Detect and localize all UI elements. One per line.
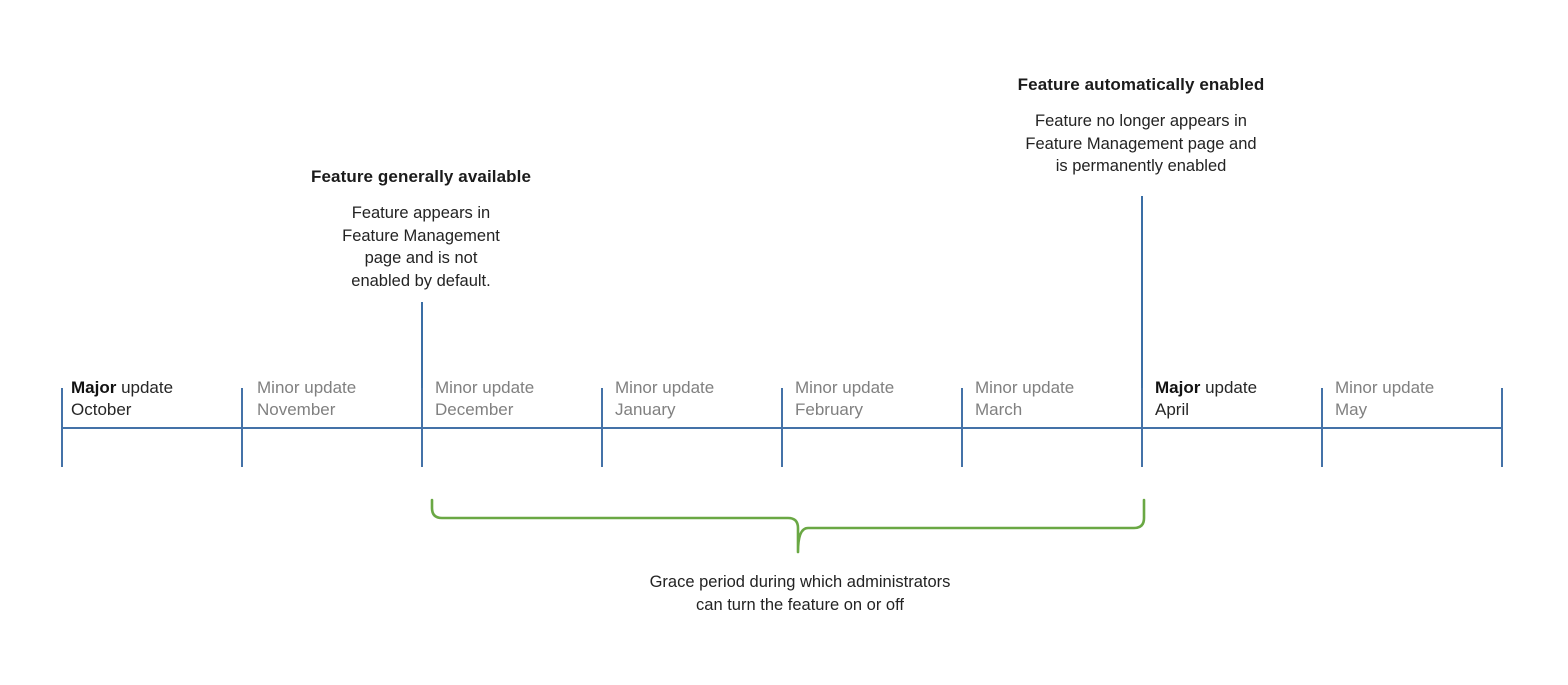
timeline-divider-april	[1141, 388, 1143, 467]
callout-feature-generally-available: Feature generally available Feature appe…	[304, 167, 538, 292]
timeline-divider-start	[61, 388, 63, 467]
timeline-column-november: Minor update November	[257, 377, 356, 421]
timeline-column-kind-suffix: update	[1200, 378, 1258, 397]
timeline-column-kind-suffix: update	[477, 378, 535, 397]
timeline-column-kind: Minor update	[1335, 377, 1434, 399]
timeline-column-march: Minor update March	[975, 377, 1074, 421]
timeline-column-month: April	[1155, 400, 1190, 419]
timeline-column-kind: Minor update	[975, 377, 1074, 399]
timeline-column-kind-word: Major	[71, 378, 117, 397]
timeline-divider-december	[421, 388, 423, 467]
timeline-column-kind-suffix: update	[1377, 378, 1435, 397]
timeline-column-may: Minor update May	[1335, 377, 1434, 421]
timeline-column-month: November	[257, 400, 336, 419]
timeline-column-october: Major update October	[71, 377, 173, 421]
timeline-divider-may	[1321, 388, 1323, 467]
timeline-divider-january	[601, 388, 603, 467]
timeline-column-kind: Minor update	[615, 377, 714, 399]
timeline-column-kind-word: Major	[1155, 378, 1201, 397]
callout-body-line: Feature no longer appears in	[1035, 112, 1247, 130]
timeline-column-kind: Minor update	[795, 377, 894, 399]
callout-body-line: Feature Management	[342, 226, 500, 245]
timeline-column-kind: Major update	[1155, 377, 1257, 399]
timeline-column-kind-word: Minor	[795, 378, 838, 397]
grace-period-caption-line: can turn the feature on or off	[696, 595, 904, 614]
timeline-column-april: Major update April	[1155, 377, 1257, 421]
timeline-column-month: February	[795, 400, 864, 419]
timeline-divider-march	[961, 388, 963, 467]
grace-period-caption: Grace period during which administrators…	[560, 571, 1040, 616]
timeline-column-month: May	[1335, 400, 1368, 419]
callout-body-line: is permanently enabled	[1055, 157, 1227, 175]
timeline-column-month: December	[435, 400, 514, 419]
timeline-column-kind-suffix: update	[299, 378, 357, 397]
timeline-column-kind-suffix: update	[116, 378, 174, 397]
timeline-column-january: Minor update January	[615, 377, 714, 421]
timeline-column-kind-word: Minor	[615, 378, 658, 397]
callout-body-line: Feature Management page and	[1025, 134, 1257, 153]
brace-shape-icon	[430, 498, 1146, 554]
connector-line-automatically-enabled	[1141, 196, 1143, 428]
callout-body-automatically-enabled: Feature no longer appears in Feature Man…	[1010, 110, 1272, 178]
timeline-column-kind-word: Minor	[257, 378, 300, 397]
timeline-column-february: Minor update February	[795, 377, 894, 421]
callout-body-line: enabled by default.	[351, 271, 491, 290]
timeline-column-month: October	[71, 400, 132, 419]
timeline-divider-november	[241, 388, 243, 467]
timeline-divider-february	[781, 388, 783, 467]
grace-period-brace	[425, 492, 1151, 564]
timeline-column-kind: Minor update	[257, 377, 356, 399]
callout-title-generally-available: Feature generally available	[310, 167, 532, 186]
timeline-column-kind-word: Minor	[435, 378, 478, 397]
grace-period-caption-line: Grace period during which administrators	[649, 573, 951, 591]
callout-feature-automatically-enabled: Feature automatically enabled Feature no…	[1010, 75, 1272, 178]
callout-body-generally-available: Feature appears in Feature Management pa…	[304, 202, 538, 292]
timeline-column-kind-word: Minor	[1335, 378, 1378, 397]
connector-line-generally-available	[421, 302, 423, 428]
timeline-column-month: January	[615, 400, 676, 419]
timeline-column-kind-suffix: update	[1017, 378, 1075, 397]
timeline-column-december: Minor update December	[435, 377, 534, 421]
timeline-column-kind-word: Minor	[975, 378, 1018, 397]
timeline-column-kind-suffix: update	[837, 378, 895, 397]
timeline-column-kind: Major update	[71, 377, 173, 399]
timeline-column-kind: Minor update	[435, 377, 534, 399]
callout-title-automatically-enabled: Feature automatically enabled	[1017, 75, 1265, 94]
timeline-divider-end	[1501, 388, 1503, 467]
timeline-column-kind-suffix: update	[657, 378, 715, 397]
callout-body-line: page and is not	[364, 249, 478, 267]
callout-body-line: Feature appears in	[351, 204, 491, 222]
timeline-column-month: March	[975, 400, 1023, 419]
